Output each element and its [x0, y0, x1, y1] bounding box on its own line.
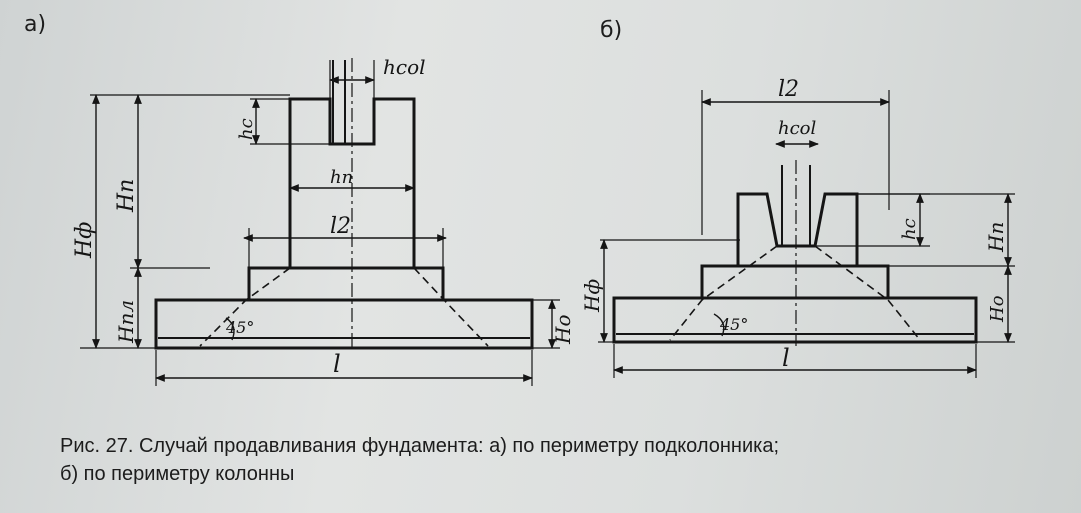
a-H0-label: Hо [551, 315, 575, 345]
b-pedestal [736, 192, 859, 266]
b-H0-label: Hо [987, 295, 1008, 323]
b-column [781, 165, 811, 246]
a-hc-label: hc [236, 118, 257, 140]
b-hc-label: hc [899, 218, 920, 240]
b-punching-cone [669, 245, 921, 341]
a-l2-label: l2 [330, 214, 351, 239]
a-Hpl-label: Hпл [114, 300, 138, 344]
a-Hn-label: Hn [114, 179, 139, 213]
panel-a-drawing: hcol hc hn l2 Hn Hф Hпл [72, 55, 575, 386]
b-angle-label: 45° [719, 315, 748, 334]
figure-caption: Рис. 27. Случай продавливания фундамента… [60, 432, 1040, 488]
a-hcol-label: hcol [383, 55, 426, 79]
a-Hf-label: Hф [72, 222, 97, 259]
a-step [247, 266, 445, 302]
a-hn-label: hn [330, 167, 353, 188]
a-base-slab [154, 298, 534, 350]
b-base-slab [612, 296, 978, 344]
b-hcol-label: hcol [778, 118, 817, 139]
panel-b-drawing: l2 hcol hc Hn Hо Hф [580, 77, 1015, 378]
a-l-label: l [333, 350, 341, 378]
panel-b-label: б) [600, 18, 623, 43]
caption-line-1: Рис. 27. Случай продавливания фундамента… [60, 435, 780, 457]
caption-line-2: б) по периметру колонны [60, 463, 295, 485]
b-step [700, 264, 890, 300]
a-angle-label: 45° [225, 318, 254, 337]
a-column [332, 60, 346, 144]
a-punching-cone [199, 267, 489, 347]
b-l2-label: l2 [778, 77, 799, 102]
b-l-label: l [782, 344, 790, 372]
b-Hn-label: Hn [984, 222, 1008, 253]
b-Hf-label: Hф [580, 279, 604, 313]
panel-a-label: а) [24, 12, 47, 37]
